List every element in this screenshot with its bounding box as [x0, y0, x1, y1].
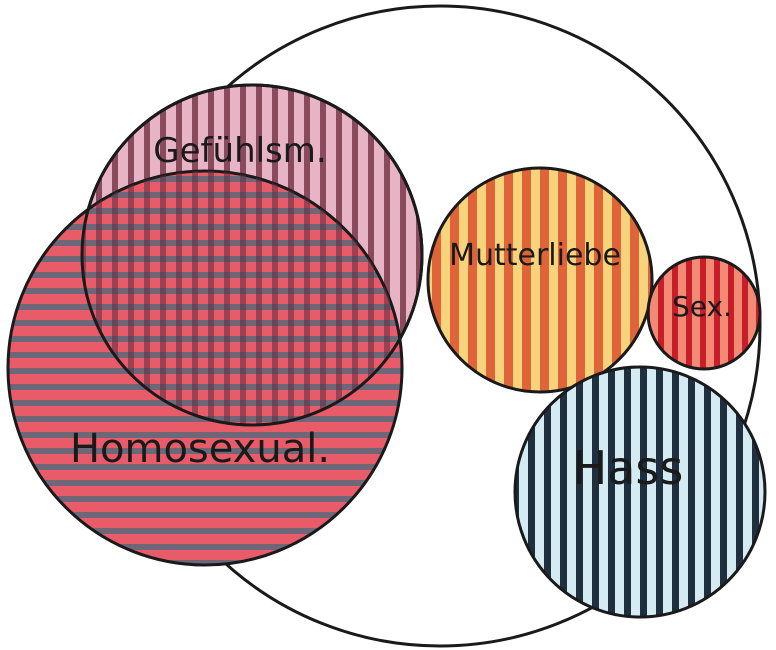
gefuehlsm-outline — [80, 83, 424, 427]
gefuehlsm-label: Gefühlsm. — [153, 131, 326, 171]
overlap-region — [82, 171, 402, 425]
hass-circle — [513, 365, 767, 619]
mutterliebe-circle — [426, 166, 654, 394]
homosexual-label: Homosexual. — [70, 426, 330, 472]
mutterliebe-label: Mutterliebe — [449, 238, 621, 273]
sex-label: Sex. — [672, 290, 732, 323]
sex-circle — [646, 255, 762, 371]
hass-label: Hass — [573, 441, 684, 495]
